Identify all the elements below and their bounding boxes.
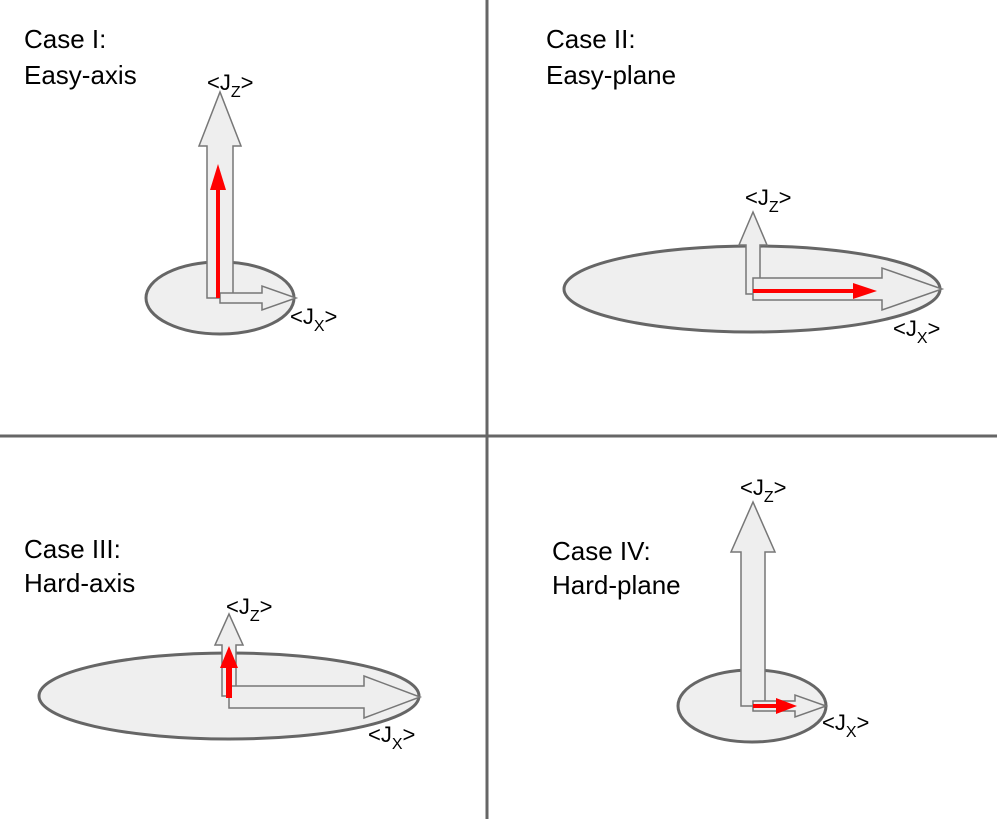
case-4-subtitle: Hard-plane bbox=[552, 570, 681, 600]
case-1-subtitle: Easy-axis bbox=[24, 60, 137, 90]
case-2-jx-label: <JX> bbox=[893, 316, 940, 347]
case-2-title: Case II: bbox=[546, 24, 636, 54]
case-1-moment-arrow bbox=[210, 164, 226, 298]
case-1-jz-label: <JZ> bbox=[207, 70, 254, 101]
case-4-panel: Case IV: Hard-plane <JZ> <JX> bbox=[552, 475, 869, 744]
case-3-panel: Case III: Hard-axis <JZ> <JX> bbox=[24, 534, 423, 753]
case-2-subtitle: Easy-plane bbox=[546, 60, 676, 90]
case-4-jz-label: <JZ> bbox=[740, 475, 787, 506]
case-3-title: Case III: bbox=[24, 534, 121, 564]
case-4-moment-arrow bbox=[753, 698, 797, 714]
case-2-moment-arrow bbox=[753, 283, 877, 299]
case-4-jx-label: <JX> bbox=[822, 710, 869, 741]
case-1-jx-label: <JX> bbox=[290, 304, 337, 335]
case-3-jx-label: <JX> bbox=[368, 722, 415, 753]
case-3-jx-arrow bbox=[228, 674, 423, 720]
case-4-jz-arrow bbox=[729, 500, 777, 707]
case-1-title: Case I: bbox=[24, 24, 106, 54]
case-3-moment-arrow bbox=[220, 646, 238, 698]
case-2-panel: Case II: Easy-plane <JZ> <JX> bbox=[546, 24, 945, 347]
case-3-jz-label: <JZ> bbox=[226, 594, 273, 625]
case-4-title: Case IV: bbox=[552, 536, 651, 566]
case-1-jx-arrow bbox=[219, 284, 299, 312]
case-3-subtitle: Hard-axis bbox=[24, 568, 135, 598]
case-1-panel: Case I: Easy-axis <JZ> <JX> bbox=[24, 24, 337, 336]
case-2-jz-label: <JZ> bbox=[745, 185, 792, 216]
